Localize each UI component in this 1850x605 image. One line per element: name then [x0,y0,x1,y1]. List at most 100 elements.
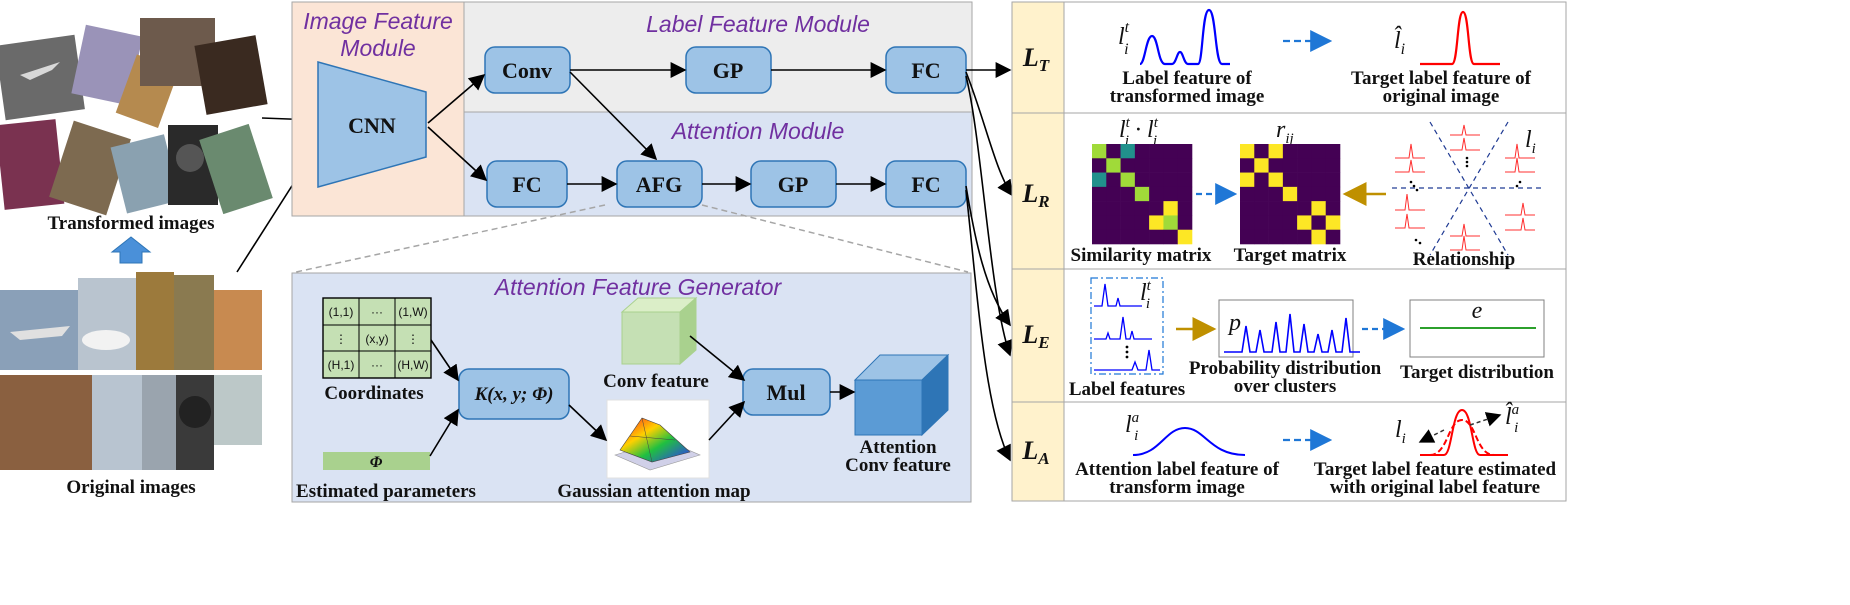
afg-panel-title: Attention Feature Generator [493,274,783,300]
matrix-cell [1311,201,1327,216]
probability-curve [1224,313,1360,353]
matrix-cell [1282,158,1298,173]
matrix-cell [1268,215,1284,231]
lt-right-curve [1420,10,1500,66]
conv-label: Conv [502,58,552,83]
matrix-cell [1177,215,1193,231]
matrix-cell [1092,144,1107,159]
matrix-cell [1163,186,1179,202]
matrix-cell [1282,215,1298,231]
lt-panel [1063,1,1567,114]
matrix-cell [1177,201,1193,216]
module-arrows [427,62,1013,462]
le-p-math: p [1227,310,1241,336]
matrix-cell [1177,158,1193,173]
matrix-cell [1134,158,1150,173]
fc2-label: FC [512,172,541,197]
lt-left-caption-2: transformed image [1110,86,1265,107]
kernel-label: K(x, y; Φ) [474,384,554,405]
matrix-cell [1106,186,1121,202]
matrix-cell [1282,186,1298,202]
matrix-cell [1163,144,1179,159]
matrix-cell [1325,215,1341,231]
grid-cell-1-3: (1,W) [398,305,427,319]
grid-cell-3-2: ··· [371,358,383,372]
matrix-cell [1134,215,1150,231]
matrix-cell [1268,144,1284,159]
label-feature-curves [1094,283,1160,371]
target-matrix [1240,144,1341,245]
loss-lt-label: LT [1022,43,1050,75]
conv-feature-cube [620,296,698,366]
original-images-label: Original images [66,477,195,498]
fc1-label: FC [911,58,940,83]
attention-module-title: Attention Module [670,118,845,144]
fc3-label: FC [911,172,940,197]
matrix-cell [1325,158,1341,173]
matrix-cell [1149,201,1164,216]
cnn-label: CNN [348,113,396,138]
relationship-label: Relationship [1413,249,1515,270]
matrix-cell [1092,172,1107,188]
matrix-cell [1134,144,1150,159]
matrix-cell [1311,158,1327,173]
matrix-cell [1254,172,1269,188]
la-pointer-right [1469,412,1502,427]
matrix-cell [1240,158,1255,173]
matrix-cell [1120,144,1136,159]
matrix-cell [1149,229,1164,245]
matrix-cell [1297,215,1312,231]
matrix-cell [1120,158,1136,173]
matrix-cell [1297,186,1312,202]
matrix-cell [1268,186,1284,202]
la-right-caption-2: with original label feature [1330,477,1540,498]
lr-target-math: rij [1276,117,1294,147]
lt-right-caption-1: Target label feature of [1351,68,1532,89]
matrix-cell [1106,229,1121,245]
grid-cell-3-3: (H,W) [397,358,428,372]
transformed-images-mosaic [0,18,273,216]
matrix-cell [1325,201,1341,216]
conv-feature-label: Conv feature [603,371,709,392]
gaussian-map-label: Gaussian attention map [557,481,750,502]
loss-la-label: LA [1021,436,1049,468]
la-left-curve [1132,426,1246,456]
la-left-caption-1: Attention label feature of [1075,459,1280,480]
matrix-cell [1092,201,1107,216]
matrix-cell [1177,172,1193,188]
label-feature-module-title: Label Feature Module [646,11,870,37]
matrix-cell [1163,158,1179,173]
matrix-cell [1268,229,1284,245]
matrix-cell [1311,215,1327,231]
matrix-cell [1254,144,1269,159]
phi-label: Φ [370,454,383,471]
matrix-cell [1106,172,1121,188]
matrix-cell [1106,215,1121,231]
lt-left-curve [1139,8,1230,66]
matrix-cell [1240,172,1255,188]
target-distribution-label: Target distribution [1400,362,1554,383]
relationship-plot [1392,121,1545,256]
attention-conv-label-1: Attention [859,437,936,458]
la-right-math-1: li [1395,417,1406,447]
grid-cell-1-2: ··· [371,305,383,319]
matrix-cell [1282,172,1298,188]
attention-conv-label-2: Conv feature [845,455,951,476]
matrix-cell [1282,144,1298,159]
matrix-cell [1134,229,1150,245]
similarity-matrix [1092,144,1193,245]
matrix-cell [1254,186,1269,202]
matrix-cell [1325,186,1341,202]
matrix-cell [1254,201,1269,216]
la-left-caption-2: transform image [1109,477,1245,498]
matrix-cell [1311,229,1327,245]
matrix-cell [1325,172,1341,188]
matrix-cell [1106,158,1121,173]
phi-bar [323,452,430,470]
grid-cell-2-3: ⋮ [407,332,419,346]
